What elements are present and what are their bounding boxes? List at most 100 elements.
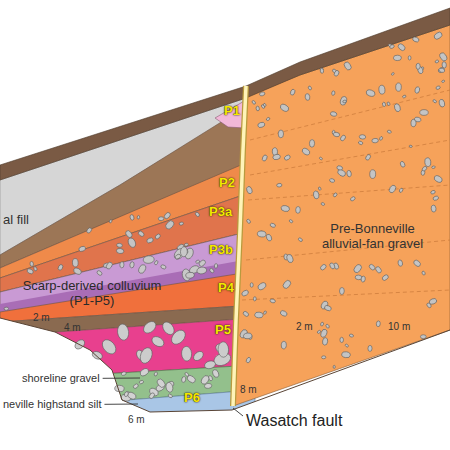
leader-line [103, 378, 140, 379]
bedding-lines [242, 90, 450, 300]
clast [73, 267, 83, 275]
clast [322, 356, 326, 359]
clast [346, 170, 351, 177]
clast [129, 261, 134, 268]
clast [331, 91, 335, 96]
clast [329, 178, 335, 183]
clast [143, 255, 155, 264]
clast [116, 248, 124, 254]
clast [243, 332, 252, 339]
fault-zone [233, 86, 246, 406]
clast [309, 140, 314, 148]
clast [257, 121, 265, 128]
clast [254, 312, 263, 319]
clast [382, 102, 386, 107]
clast [379, 85, 386, 94]
unit-label: P6 [184, 391, 200, 406]
clast [212, 369, 220, 378]
clast [432, 195, 439, 201]
unit-name: shoreline gravel [22, 372, 100, 385]
clast [393, 103, 401, 112]
clast [86, 227, 93, 234]
clast [336, 165, 343, 171]
surface-soil [0, 8, 450, 180]
clast [154, 260, 159, 265]
unit-name: Pre-Bonneville alluvial-fan gravel [310, 222, 435, 252]
scale-mark: 2 m [33, 312, 50, 324]
clast [368, 345, 372, 351]
clast [200, 374, 210, 385]
clast [375, 266, 383, 274]
clast [412, 36, 420, 43]
clast [242, 310, 249, 317]
highstand-silt [0, 390, 255, 450]
clast [358, 141, 363, 146]
clast [438, 68, 445, 73]
clast [124, 391, 129, 397]
clast [270, 223, 276, 228]
clast [209, 268, 215, 274]
clast [116, 323, 129, 341]
colluvium-units [0, 95, 255, 450]
unit-label: P4 [218, 281, 234, 296]
clast [413, 259, 422, 268]
clast [129, 214, 134, 220]
unit-label: P3b [209, 243, 233, 258]
clast [279, 310, 287, 318]
scale-mark: 2 m [296, 321, 313, 333]
clast [420, 335, 426, 339]
clast [298, 237, 303, 242]
clast [160, 264, 166, 270]
clast [250, 283, 253, 287]
clast [148, 392, 155, 400]
trench-outline [0, 318, 450, 412]
clast [387, 102, 391, 106]
clast [290, 89, 296, 96]
clast [137, 215, 140, 219]
clast [429, 298, 438, 306]
clast [192, 350, 205, 363]
clast [246, 219, 251, 224]
clast [408, 56, 411, 60]
clast [393, 55, 401, 61]
clast [141, 319, 158, 335]
clast [259, 91, 265, 96]
clast [330, 111, 337, 117]
clast [72, 258, 78, 267]
clast [204, 360, 217, 370]
clast [181, 346, 192, 361]
clast [430, 190, 436, 195]
clast [308, 86, 312, 91]
clast [96, 270, 103, 276]
clast [321, 202, 325, 206]
clast [184, 243, 189, 247]
clast [263, 103, 266, 107]
clast [174, 253, 181, 260]
clast [432, 99, 437, 103]
clast [253, 297, 256, 301]
clast [195, 211, 201, 217]
clast [245, 357, 251, 364]
clast [339, 287, 344, 294]
clast [345, 344, 349, 348]
clast [121, 371, 127, 376]
clast [251, 100, 256, 105]
clast [33, 266, 37, 271]
clast [198, 259, 207, 268]
clast [218, 342, 229, 358]
clast [261, 154, 268, 161]
clast [282, 279, 292, 290]
clast [399, 188, 404, 193]
unit-label: P2 [219, 176, 235, 191]
clast [105, 261, 113, 270]
leader-line [104, 404, 138, 405]
clast [350, 196, 356, 202]
fault-name: Wasatch fault [246, 412, 342, 430]
clast [180, 246, 187, 256]
clast [137, 264, 147, 275]
clast [333, 132, 340, 137]
clast [320, 328, 328, 338]
clast [100, 337, 119, 356]
scale-mark: 6 m [128, 414, 145, 426]
